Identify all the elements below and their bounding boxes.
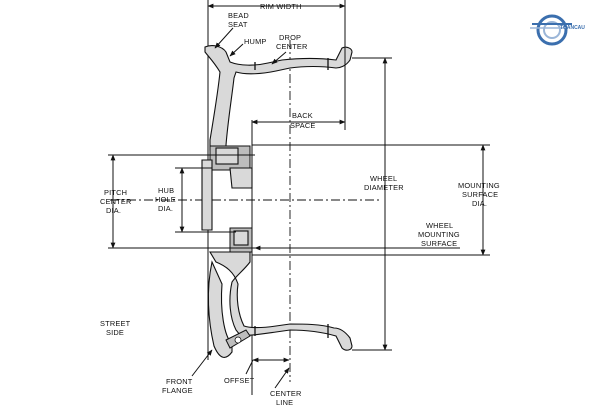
- wheel-mounting-surface-label-line3: SURFACE: [421, 239, 457, 248]
- bead-seat-label-line2: SEAT: [228, 20, 248, 29]
- center-line-label-line2: LINE: [276, 398, 293, 407]
- wheel-mounting-surface-label-line2: MOUNTING: [418, 230, 460, 239]
- mounting-surface-dia-label-line1: MOUNTING: [458, 181, 500, 190]
- back-space-label-line1: BACK: [292, 111, 313, 120]
- center-line-label-line1: CENTER: [270, 389, 302, 398]
- offset-label: OFFSET: [224, 376, 255, 385]
- hub-hole-dia-label-line2: HOLE: [155, 195, 176, 204]
- rim-width-label: RIM WIDTH: [260, 2, 302, 11]
- back-space-label-line2: SPACE: [290, 121, 316, 130]
- wheel-mounting-surface-label-line1: WHEEL: [426, 221, 453, 230]
- pitch-center-dia-label-line2: CENTER: [100, 197, 132, 206]
- street-side-label-line2: SIDE: [106, 328, 124, 337]
- hump-label: HUMP: [244, 37, 267, 46]
- front-flange-label-line2: FLANGE: [162, 386, 193, 395]
- wheel-diameter-label-line2: DIAMETER: [364, 183, 404, 192]
- front-flange-label-line1: FRONT: [166, 377, 193, 386]
- hub-hole-dia-label-line3: DIA.: [158, 204, 173, 213]
- brand-logo: TOANCAU: [530, 14, 585, 46]
- rim-lower-profile: [209, 251, 353, 351]
- drop-center-label-line2: CENTER: [276, 42, 308, 51]
- logo-text: TOANCAU: [560, 25, 585, 31]
- street-side-label-line1: STREET: [100, 319, 131, 328]
- mounting-surface-dia-label-line2: SURFACE: [462, 190, 498, 199]
- hub-hole-dia-label-line1: HUB: [158, 186, 174, 195]
- pitch-center-dia-label-line3: DIA.: [106, 206, 121, 215]
- drop-center-label-line1: DROP: [279, 33, 301, 42]
- pitch-center-dia-label-line1: PITCH: [104, 188, 127, 197]
- mounting-surface-dia-label-line3: DIA.: [472, 199, 487, 208]
- rim-upper-profile: [204, 45, 353, 151]
- bead-seat-label-line1: BEAD: [228, 11, 249, 20]
- wheel-diameter-label-line1: WHEEL: [370, 174, 397, 183]
